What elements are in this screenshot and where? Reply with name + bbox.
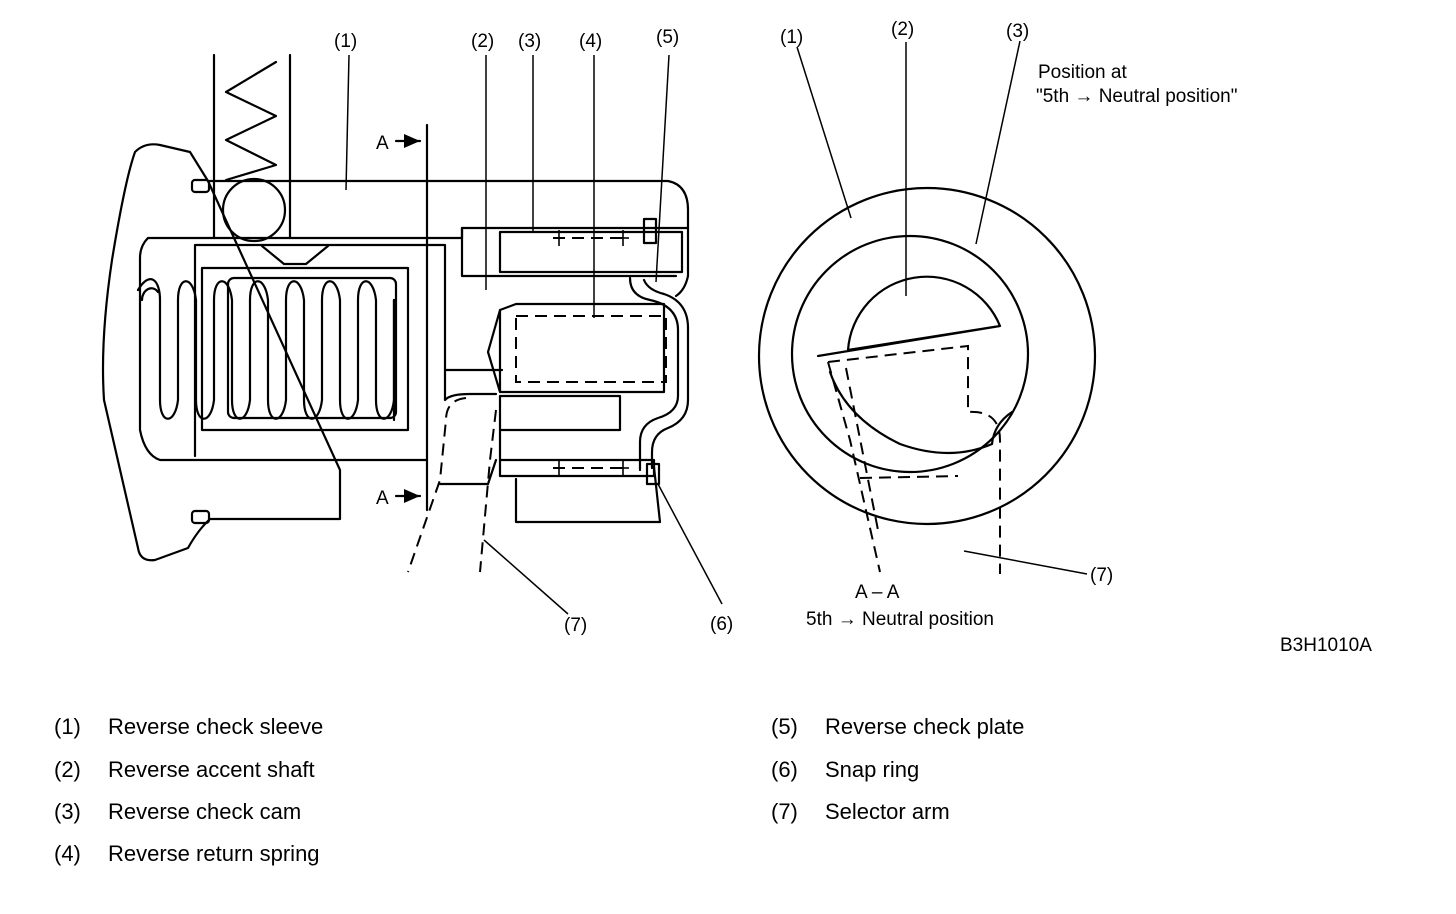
cam-circle: [790, 234, 1030, 474]
callout-4-left: (4): [579, 31, 602, 52]
spring-cup-lower: [200, 266, 410, 432]
return-spring-coils: [136, 278, 396, 422]
callout-7-right: (7): [1090, 565, 1113, 586]
detent-spring: [212, 53, 292, 240]
callout-5-left: (5): [656, 27, 679, 48]
callout-1-right: (1): [780, 27, 803, 48]
callout-1-left: (1): [334, 31, 357, 52]
spring-cup: [193, 243, 504, 458]
section-caption: 5th → Neutral position: [806, 609, 994, 630]
callout-6-left: (6): [710, 614, 733, 635]
reverse-return-spring: [515, 315, 667, 383]
callout-2-left: (2): [471, 31, 494, 52]
selector-arm-section: [827, 344, 1001, 574]
o-ring-bottom: [190, 509, 211, 525]
reverse-check-cam: [460, 226, 684, 278]
position-title-line2: "5th → Neutral position": [1036, 86, 1237, 107]
o-ring-top: [190, 178, 211, 194]
snap-ring: [645, 462, 661, 486]
reverse-accent-shaft: [486, 302, 666, 394]
sleeve-outer-circle: [757, 186, 1097, 526]
leader-3-right: [975, 40, 1021, 245]
figure-code: B3H1010A: [1280, 635, 1372, 656]
lower-cam-block: [498, 394, 656, 478]
section-view: A A: [101, 53, 690, 573]
callout-3-left: (3): [518, 31, 541, 52]
cam-lobe: [828, 370, 1014, 455]
section-marker-bottom: A: [376, 488, 389, 509]
selector-arm: [407, 397, 497, 573]
plate-curve: [628, 276, 680, 472]
housing-outline: [101, 143, 690, 562]
reverse-check-plate: [642, 217, 658, 245]
leader-7-right: [963, 550, 1088, 575]
detent-notch: [260, 244, 330, 266]
leader-1-right: [796, 46, 852, 219]
callout-3-right: (3): [1006, 21, 1029, 42]
spring-seat: [226, 276, 398, 420]
leader-lines-left: [345, 54, 723, 615]
sleeve-bore: [138, 226, 690, 462]
callout-2-right: (2): [891, 19, 914, 40]
position-title-line1: Position at: [1038, 62, 1127, 83]
callout-7-left: (7): [564, 615, 587, 636]
section-marker-top: A: [376, 133, 389, 154]
accent-shaft-profile: [816, 275, 1002, 358]
detent-ball: [221, 177, 287, 243]
end-view: [757, 40, 1097, 575]
section-title: A – A: [855, 582, 900, 603]
